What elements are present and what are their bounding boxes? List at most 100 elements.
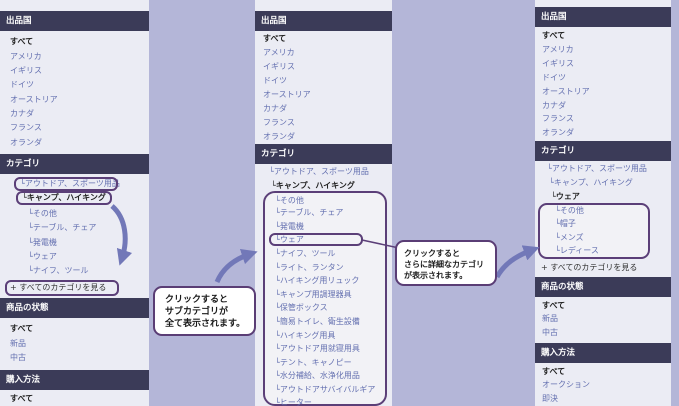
- country-all[interactable]: すべて: [263, 34, 287, 43]
- subcategory-hiking-gear[interactable]: └ハイキング用具: [275, 331, 336, 340]
- subcategory-hiking-backpack[interactable]: └ハイキング用リュック: [275, 276, 360, 285]
- subcategory-ladies[interactable]: └レディース: [555, 246, 599, 255]
- filter-panel-3: 出品国 すべて アメリカ イギリス ドイツ オーストリア カナダ フランス オラ…: [535, 0, 671, 406]
- country-canada[interactable]: カナダ: [263, 104, 287, 113]
- subcategory-light-lantern[interactable]: └ライト、ランタン: [275, 263, 344, 272]
- callout-line: 全て表示されます。: [165, 319, 246, 329]
- country-usa[interactable]: アメリカ: [542, 45, 574, 54]
- subcategory-other[interactable]: └その他: [555, 206, 584, 215]
- show-all-categories-link[interactable]: + すべてのカテゴリを見る: [10, 283, 107, 292]
- condition-all[interactable]: すべて: [542, 301, 566, 310]
- category-outdoor[interactable]: └アウトドア、スポーツ用品: [547, 164, 647, 173]
- subcategory-other[interactable]: └その他: [28, 209, 57, 218]
- condition-used[interactable]: 中古: [10, 353, 26, 362]
- category-header: カテゴリ: [255, 144, 392, 164]
- condition-all[interactable]: すべて: [10, 324, 34, 333]
- category-header: カテゴリ: [535, 141, 671, 161]
- subcategory-table-chair[interactable]: └テーブル、チェア: [275, 208, 344, 217]
- country-france[interactable]: フランス: [542, 114, 574, 123]
- purchase-header: 購入方法: [535, 343, 671, 363]
- subcategory-sleeping-gear[interactable]: └アウトドア用就寝用具: [275, 344, 360, 353]
- arrow-right-icon: [494, 245, 540, 279]
- highlight-wear: [269, 233, 363, 246]
- subcategory-portable-toilet[interactable]: └簡易トイレ、衛生設備: [275, 317, 360, 326]
- category-header: カテゴリ: [0, 154, 149, 174]
- country-austria[interactable]: オーストリア: [542, 87, 590, 96]
- callout-detailed-categories: クリックすると さらに詳細なカテゴリ が表示されます。: [395, 240, 497, 286]
- callout-line: サブカテゴリが: [165, 307, 229, 317]
- subcategory-mens[interactable]: └メンズ: [555, 233, 584, 242]
- subcategory-camp-cookware[interactable]: └キャンプ用調理器具: [275, 290, 352, 299]
- country-france[interactable]: フランス: [10, 123, 42, 132]
- callout-line: クリックすると: [165, 295, 229, 305]
- subcategory-wear[interactable]: └ウェア: [275, 235, 304, 244]
- country-canada[interactable]: カナダ: [10, 109, 34, 118]
- callout-subcategories: クリックすると サブカテゴリが 全て表示されます。: [153, 286, 256, 336]
- country-header: 出品国: [255, 11, 392, 31]
- subcategory-survival-gear[interactable]: └アウトドアサバイバルギア: [275, 385, 376, 394]
- category-outdoor[interactable]: └アウトドア、スポーツ用品: [20, 179, 120, 188]
- purchase-all[interactable]: すべて: [10, 394, 34, 403]
- arrow-down-icon: [110, 204, 133, 266]
- show-all-categories-link[interactable]: + すべてのカテゴリを見る: [541, 263, 638, 272]
- subcategory-generator[interactable]: └発電機: [28, 238, 57, 247]
- purchase-header: 購入方法: [0, 370, 149, 390]
- highlight-show-all: [5, 280, 119, 296]
- callout-line: クリックすると: [404, 249, 460, 258]
- subcategory-table-chair[interactable]: └テーブル、チェア: [28, 223, 97, 232]
- country-usa[interactable]: アメリカ: [10, 52, 42, 61]
- purchase-all[interactable]: すべて: [542, 367, 566, 376]
- country-uk[interactable]: イギリス: [10, 66, 42, 75]
- purchase-buy-now[interactable]: 即決: [542, 394, 558, 403]
- country-netherlands[interactable]: オランダ: [263, 132, 295, 141]
- condition-new[interactable]: 新品: [542, 314, 558, 323]
- condition-new[interactable]: 新品: [10, 339, 26, 348]
- country-germany[interactable]: ドイツ: [542, 73, 566, 82]
- subcategory-hydration[interactable]: └水分補給、水浄化用品: [275, 371, 360, 380]
- country-all[interactable]: すべて: [542, 31, 566, 40]
- subcategory-other[interactable]: └その他: [275, 196, 304, 205]
- country-header: 出品国: [0, 11, 149, 31]
- filter-panel-2: 出品国 すべて アメリカ イギリス ドイツ オーストリア カナダ フランス オラ…: [255, 0, 392, 406]
- country-header: 出品国: [535, 7, 671, 27]
- subcategory-storage-box[interactable]: └保管ボックス: [275, 303, 328, 312]
- highlight-camping: [16, 191, 112, 205]
- country-all[interactable]: すべて: [10, 37, 34, 46]
- country-germany[interactable]: ドイツ: [10, 80, 34, 89]
- condition-used[interactable]: 中古: [542, 328, 558, 337]
- subcategory-knife-tool[interactable]: └ナイフ、ツール: [28, 266, 89, 275]
- category-camping[interactable]: └キャンプ、ハイキング: [22, 193, 106, 202]
- category-camping[interactable]: └キャンプ、ハイキング: [549, 178, 633, 187]
- condition-header: 商品の状態: [535, 277, 671, 297]
- highlight-subcategory-list: [263, 191, 387, 406]
- arrow-right-icon: [214, 248, 258, 284]
- subcategory-hat[interactable]: └帽子: [555, 219, 576, 228]
- callout-line: が表示されます。: [404, 271, 468, 280]
- country-netherlands[interactable]: オランダ: [10, 138, 42, 147]
- country-canada[interactable]: カナダ: [542, 101, 566, 110]
- country-austria[interactable]: オーストリア: [263, 90, 311, 99]
- category-wear[interactable]: └ウェア: [551, 192, 580, 201]
- subcategory-tent-canopy[interactable]: └テント、キャノピー: [275, 358, 352, 367]
- country-germany[interactable]: ドイツ: [263, 76, 287, 85]
- highlight-subcategory-list: [538, 203, 650, 259]
- condition-header: 商品の状態: [0, 298, 149, 318]
- subcategory-knife-tool[interactable]: └ナイフ、ツール: [275, 249, 336, 258]
- country-uk[interactable]: イギリス: [542, 59, 574, 68]
- country-netherlands[interactable]: オランダ: [542, 128, 574, 137]
- subcategory-wear[interactable]: └ウェア: [28, 252, 57, 261]
- country-france[interactable]: フランス: [263, 118, 295, 127]
- connector-line: [361, 239, 400, 249]
- category-outdoor[interactable]: └アウトドア、スポーツ用品: [269, 167, 369, 176]
- country-usa[interactable]: アメリカ: [263, 48, 295, 57]
- purchase-auction[interactable]: オークション: [542, 380, 590, 389]
- country-uk[interactable]: イギリス: [263, 62, 295, 71]
- subcategory-generator[interactable]: └発電機: [275, 222, 304, 231]
- highlight-outdoor: [14, 177, 118, 191]
- category-camping[interactable]: └キャンプ、ハイキング: [271, 181, 355, 190]
- subcategory-heater[interactable]: └ヒーター: [275, 398, 312, 406]
- callout-line: さらに詳細なカテゴリ: [404, 260, 484, 269]
- filter-panel-1: 出品国 すべて アメリカ イギリス ドイツ オーストリア カナダ フランス オラ…: [0, 0, 149, 406]
- country-austria[interactable]: オーストリア: [10, 95, 58, 104]
